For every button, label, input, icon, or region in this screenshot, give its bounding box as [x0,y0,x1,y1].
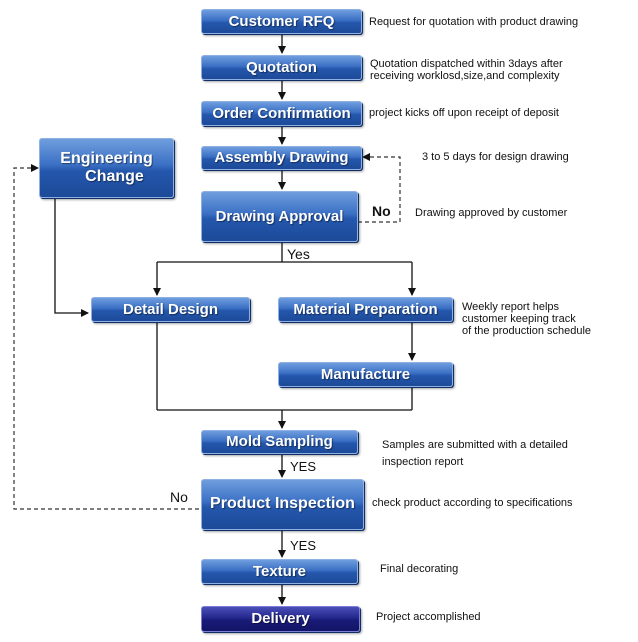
delivery-box: Delivery [201,606,360,632]
note-customer-rfq: Request for quotation with product drawi… [369,16,579,28]
assembly-drawing-box: Assembly Drawing [201,146,362,170]
product-inspection-box: Product Inspection [201,479,364,530]
arrowhead-approval-no [362,153,370,161]
engineering-change-line2: Change [85,168,144,185]
note-material-preparation: Weekly report helps customer keeping tra… [462,301,591,337]
note-delivery: Project accomplished [376,611,481,623]
note-quotation-line1: Quotation dispatched within 3days after [370,58,563,70]
drawing-approval-box: Drawing Approval [201,191,358,242]
note-drawing-approval: Drawing approved by customer [415,207,568,219]
dashed-approval-no-loop [358,156,401,223]
arrowhead-inspection-no [31,164,39,172]
inspection-yes-label: YES [290,538,317,553]
note-mold-line1: Samples are submitted with a detailed [382,439,568,451]
note-material-line2: customer keeping track [462,313,576,325]
note-mold-line2: inspection report [382,456,464,468]
manufacture-box: Manufacture [278,362,453,387]
inspection-no-label: No [170,489,188,505]
note-order-confirmation: project kicks off upon receipt of deposi… [369,107,559,119]
note-texture: Final decorating [380,563,459,575]
approval-yes-label: Yes [287,246,310,262]
note-quotation: Quotation dispatched within 3days after … [370,58,563,82]
engineering-change-line1: Engineering [60,149,153,167]
note-material-line3: of the production schedule [462,325,592,337]
arrow-engineering-to-detail [54,198,89,317]
approval-no-label: No [372,203,391,219]
note-material-line1: Weekly report helps [462,301,560,313]
note-product-inspection: check product according to specification… [372,497,573,509]
mold-sampling-box: Mold Sampling [201,430,358,454]
detail-design-box: Detail Design [91,297,250,322]
order-confirmation-box: Order Confirmation [201,101,362,126]
note-assembly-drawing: 3 to 5 days for design drawing [422,151,569,163]
note-quotation-line2: receiving worklosd,size,and complexity [370,70,560,82]
material-preparation-box: Material Preparation [278,297,453,322]
engineering-change-box: Engineering Change [39,138,174,198]
texture-box: Texture [201,559,358,584]
customer-rfq-box: Customer RFQ [201,9,362,34]
sampling-yes-label: YES [290,459,317,474]
quotation-box: Quotation [201,55,362,80]
dashed-inspection-no-loop [13,167,199,510]
note-mold-sampling: Samples are submitted with a detailed in… [382,437,568,471]
